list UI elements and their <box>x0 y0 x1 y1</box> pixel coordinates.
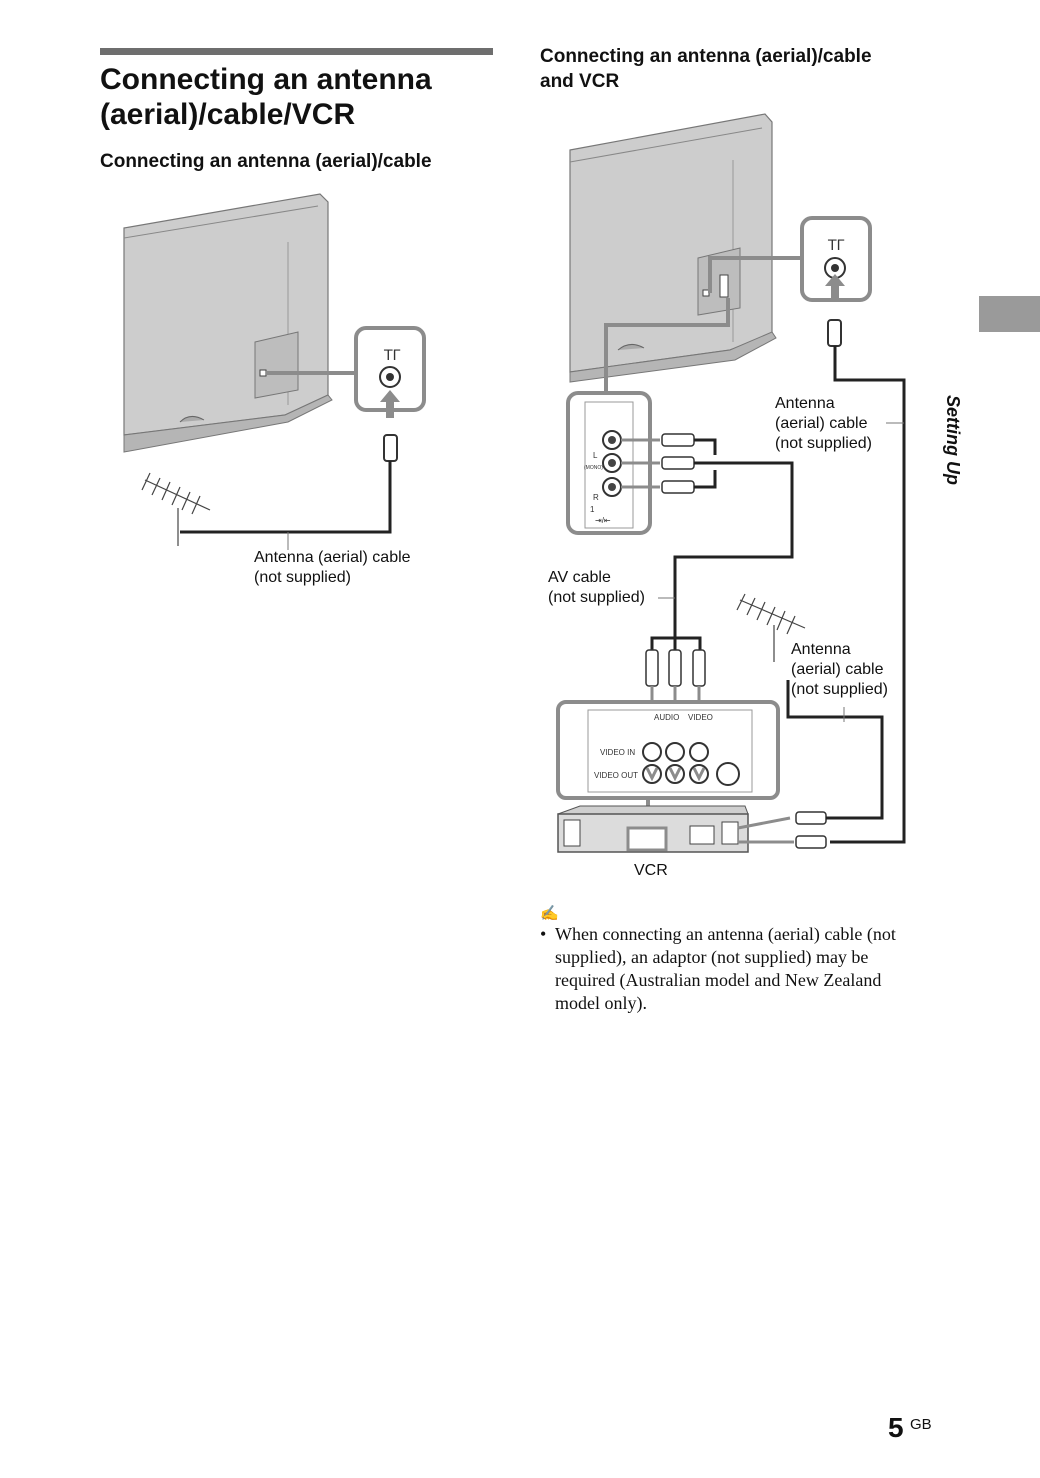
input-mono-label: (MONO) <box>584 465 603 471</box>
antenna-cable-label-bottom-line2: (aerial) cable <box>791 661 884 678</box>
tv-rear-illustration <box>123 193 333 453</box>
title-rule <box>100 48 493 55</box>
rca-plugs-bottom <box>645 649 706 687</box>
coax-plug-top <box>827 319 842 347</box>
input-r-label: R <box>593 493 599 502</box>
input-symbol-icon: ⇥/⇤ <box>595 516 611 525</box>
antenna-aerial-icon <box>141 472 211 546</box>
antenna-cable <box>180 461 392 534</box>
antenna-cable-label-line1: Antenna (aerial) cable <box>254 549 411 566</box>
antenna-connection-diagram: ΤΓ <box>123 193 426 550</box>
page-number-suffix: GB <box>910 1416 932 1433</box>
panel-video-in-label: VIDEO IN <box>600 748 635 757</box>
antenna-cable-label-top-right: Antenna (aerial) cable (not supplied) <box>775 394 925 454</box>
page-title: Connecting an antenna (aerial)/cable/VCR <box>100 62 500 132</box>
antenna-cable-label-bottom-right: Antenna (aerial) cable (not supplied) <box>791 640 926 700</box>
coax-plug <box>383 434 398 462</box>
antenna-terminal-box <box>254 331 299 399</box>
input-num-label: 1 <box>590 505 595 514</box>
section-heading-right-line2: and VCR <box>540 71 620 92</box>
antenna-cable-label-bottom-line1: Antenna <box>791 641 851 658</box>
antenna-cable-label-left: Antenna (aerial) cable (not supplied) <box>254 548 474 588</box>
antenna-cable-label-top-line3: (not supplied) <box>775 435 872 452</box>
section-heading-left: Connecting an antenna (aerial)/cable <box>100 151 432 172</box>
antenna-aerial-icon-right <box>736 593 806 662</box>
callout-line-top <box>708 256 802 293</box>
section-heading-right: Connecting an antenna (aerial)/cable and… <box>540 44 960 94</box>
panel-video-label: VIDEO <box>688 713 713 722</box>
side-tab-label: Setting Up <box>943 395 963 485</box>
note-text: When connecting an antenna (aerial) cabl… <box>555 924 896 1013</box>
av-cable-label: AV cable (not supplied) <box>548 568 678 608</box>
antenna-vcr-connection-diagram: ΤΓ L (MONO) R 1 ⇥/⇤ AUDIO VIDEO VIDEO IN… <box>556 113 906 853</box>
page-title-line1: Connecting an antenna <box>100 63 432 96</box>
up-arrow-icon <box>380 390 400 418</box>
callout-line-av <box>604 298 730 395</box>
vcr-device-illustration <box>557 805 749 853</box>
up-arrow-icon-right <box>825 274 845 302</box>
section-heading-right-line1: Connecting an antenna (aerial)/cable <box>540 46 872 67</box>
av-cable <box>673 438 794 640</box>
panel-audio-label: AUDIO <box>654 713 679 722</box>
antenna-symbol-icon-right: ΤΓ <box>827 238 845 254</box>
av-cable-label-line2: (not supplied) <box>548 589 645 606</box>
pencil-note-icon: ✍ <box>540 905 559 922</box>
av-cable-label-line1: AV cable <box>548 569 611 586</box>
antenna-cable-label-top-line1: Antenna <box>775 395 835 412</box>
rca-plugs-top <box>661 433 695 494</box>
vcr-rf-arrows <box>737 816 794 844</box>
antenna-cable-label-line2: (not supplied) <box>254 569 351 586</box>
input-l-label: L <box>593 451 598 460</box>
page-title-line2: (aerial)/cable/VCR <box>100 98 356 131</box>
av-input-arrows <box>621 438 660 489</box>
side-tab-marker <box>979 296 1040 332</box>
coax-plugs-vcr <box>795 811 827 849</box>
antenna-cable-to-vcr-out <box>830 346 906 844</box>
note-bullet: • <box>540 924 547 944</box>
panel-video-out-label: VIDEO OUT <box>594 771 638 780</box>
antenna-cable-to-vcr-in <box>786 680 884 820</box>
vcr-label: VCR <box>634 862 668 879</box>
page-number: 5 <box>888 1412 904 1443</box>
antenna-cable-label-top-line2: (aerial) cable <box>775 415 868 432</box>
antenna-symbol-icon: ΤΓ <box>383 348 401 364</box>
tv-rear-illustration-right <box>569 113 777 383</box>
antenna-cable-label-bottom-line3: (not supplied) <box>791 681 888 698</box>
